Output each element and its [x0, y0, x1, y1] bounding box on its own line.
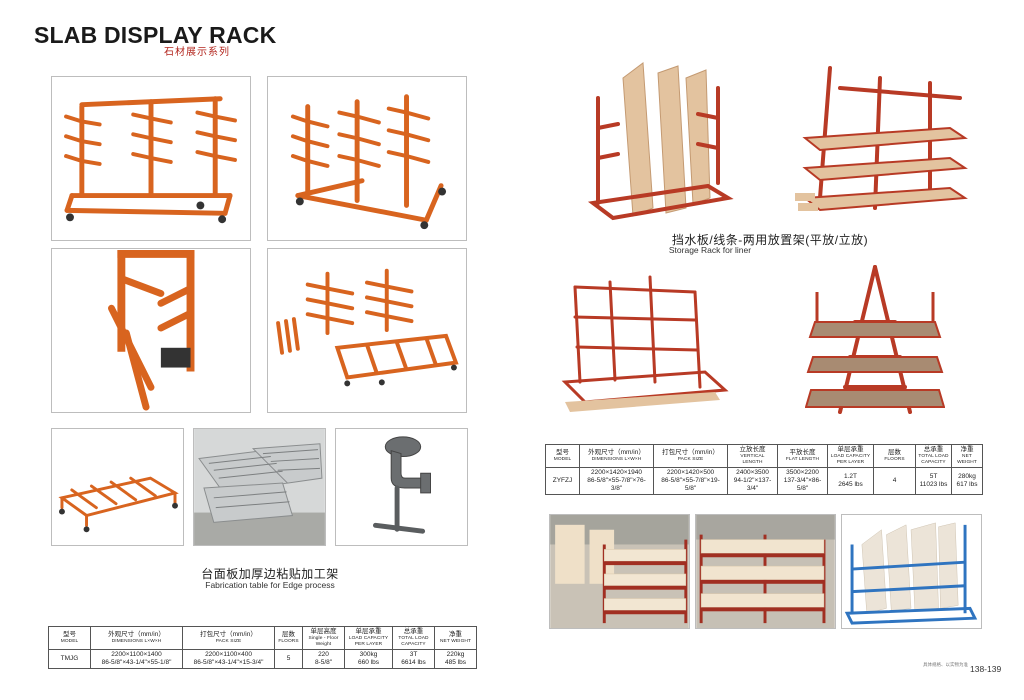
liner-rack-vertical-photo [578, 58, 738, 226]
blue-rack-photo [841, 514, 982, 629]
right-caption-chinese: 挡水板/线条-两用放置架(平放/立放) [671, 233, 869, 247]
warehouse-photo-2 [695, 514, 836, 629]
liner-rack-a-frame-photo [805, 262, 945, 427]
left-header-pack-size: 打包尺寸（mm/in）PACK SIZE [182, 625, 275, 651]
flat-rack-photo [51, 428, 184, 546]
right-header-dimensions: 外观尺寸（mm/in）DIMENSIONS L×W×H [579, 443, 654, 469]
orange-rack-front-photo [51, 76, 251, 241]
right-header-pack-size: 打包尺寸（mm/in）PACK SIZE [653, 443, 728, 469]
orange-rack-angle-photo [267, 76, 467, 241]
right-cell-model: ZYFZJ [545, 467, 580, 496]
rack-closeup-photo [51, 248, 251, 413]
right-caption-english: Storage Rack for liner [668, 245, 752, 255]
liner-rack-shelf-photo [790, 58, 970, 226]
left-cell-model: TMJG [48, 649, 91, 670]
page-title: SLAB DISPLAY RACK [34, 22, 277, 48]
right-cell-floors: 4 [873, 467, 916, 496]
left-header-dimensions: 外观尺寸（mm/in）DIMENSIONS L×W×H [90, 625, 183, 651]
page-subtitle: 石材展示系列 [164, 47, 230, 58]
left-caption-chinese: 台面板加厚边粘贴加工架 [201, 567, 339, 581]
page-numbers: 138-139 [970, 664, 1002, 674]
footer-note: 具体规格、以实物为准 [923, 662, 968, 667]
left-caption-english: Fabrication table for Edge process [205, 580, 335, 590]
left-cell-floors: 5 [274, 649, 303, 670]
packed-bundle-photo [193, 428, 326, 546]
rack-parts-photo [267, 248, 467, 413]
liner-rack-empty-photo [555, 272, 735, 422]
warehouse-photo-1 [549, 514, 690, 629]
clamp-photo [335, 428, 468, 546]
